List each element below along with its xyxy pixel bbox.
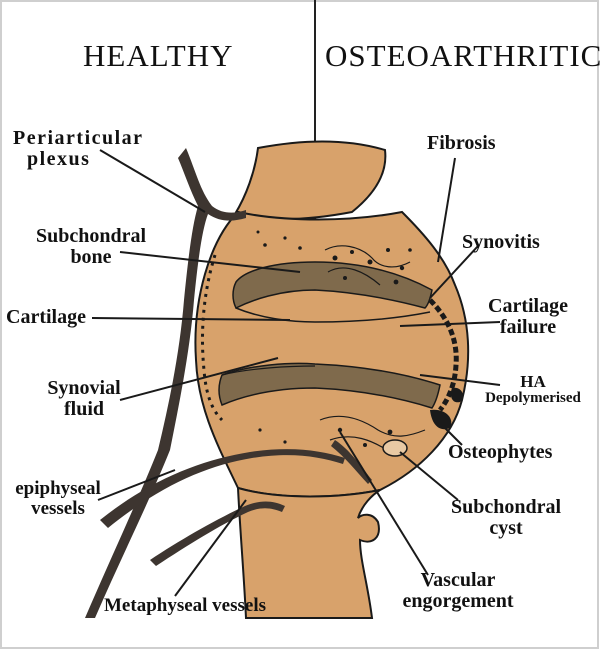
label-vascular-line2: engorgement	[402, 590, 514, 612]
osteophyte-1	[430, 409, 452, 430]
leader-cartilage-failure	[399, 321, 501, 327]
leader-epiphyseal	[97, 469, 176, 501]
label-osteophytes: Osteophytes	[448, 441, 553, 463]
label-epiphyseal-vessels: epiphyseal vessels	[3, 479, 113, 519]
leader-synovial-fluid	[119, 357, 279, 401]
label-synovitis: Synovitis	[462, 231, 540, 253]
leader-vascular	[339, 431, 429, 576]
label-subchondral-cyst-line2: cyst	[489, 517, 523, 539]
label-synovial-line1: Synovial	[47, 377, 121, 399]
leader-ha	[419, 374, 501, 386]
heading-osteoarthritic: OSTEOARTHRITIC	[325, 38, 600, 73]
leader-subchondral-bone	[119, 251, 301, 273]
label-periarticular-line2: plexus	[27, 148, 91, 170]
label-subchondral-cyst: Subchondral cyst	[436, 497, 576, 539]
leader-osteophytes	[431, 414, 463, 446]
joint-space-bottom	[221, 365, 316, 376]
label-synovial-fluid: Synovial fluid	[34, 378, 134, 420]
joint-space-top	[235, 307, 431, 323]
upper-cartilage	[232, 261, 433, 310]
label-cartilage-failure-line2: failure	[499, 316, 557, 338]
healthy-synovium	[200, 254, 224, 422]
leader-synovitis	[429, 245, 479, 299]
label-subchondral-bone: Subchondral bone	[22, 226, 160, 268]
upper-bone	[233, 140, 387, 220]
inflamed-synovium	[428, 298, 459, 412]
label-ha-depolymerised: HA Depolymerised	[470, 373, 596, 407]
label-cartilage-failure-line1: Cartilage	[488, 295, 568, 317]
label-subchondral-cyst-line1: Subchondral	[450, 496, 562, 518]
label-cartilage: Cartilage	[6, 306, 86, 328]
lower-bone	[236, 486, 381, 619]
vascular-engorgement-vessel	[331, 440, 372, 484]
leader-fibrosis	[437, 157, 456, 263]
label-epiphyseal-line1: epiphyseal	[15, 478, 101, 499]
label-fibrosis: Fibrosis	[427, 132, 496, 154]
heading-healthy: HEALTHY	[83, 38, 234, 73]
label-ha-line2: Depolymerised	[485, 389, 581, 406]
label-cartilage-failure: Cartilage failure	[483, 296, 573, 338]
leader-periarticular	[99, 149, 206, 213]
label-vascular-line1: Vascular	[420, 569, 496, 591]
label-periarticular-line1: Periarticular	[13, 127, 144, 149]
label-vascular-engorgement: Vascular engorgement	[383, 570, 533, 612]
label-subchondral-bone-line1: Subchondral	[35, 225, 147, 247]
label-subchondral-bone-line2: bone	[70, 246, 112, 268]
label-periarticular-plexus: Periarticular plexus	[13, 128, 144, 170]
label-ha-line1: HA	[520, 372, 546, 391]
leader-lines	[91, 149, 501, 597]
metaphyseal-vessel	[150, 501, 285, 566]
lower-cartilage	[218, 362, 441, 409]
label-epiphyseal-line2: vessels	[31, 497, 85, 519]
label-metaphyseal-vessels: Metaphyseal vessels	[104, 595, 267, 616]
leader-subchondral-cyst	[399, 451, 459, 501]
label-synovial-line2: fluid	[63, 398, 105, 420]
epiphyseal-vessel	[100, 449, 345, 528]
joint-capsule	[194, 210, 470, 498]
leader-cartilage	[91, 317, 291, 321]
osteophyte-2	[450, 387, 463, 403]
leader-metaphyseal	[174, 499, 247, 597]
